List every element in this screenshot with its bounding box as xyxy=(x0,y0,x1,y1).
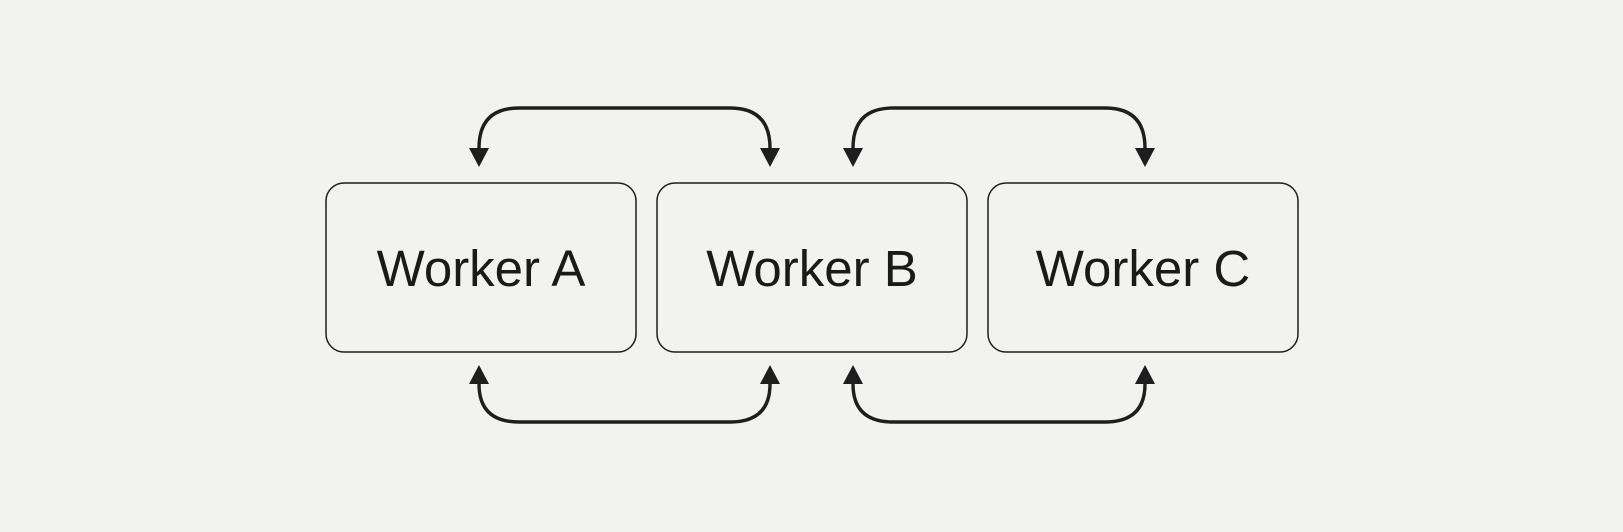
arrowhead-up-icon xyxy=(843,365,863,384)
node-worker-a-box xyxy=(325,182,637,353)
edge-line xyxy=(851,106,1147,152)
node-worker-b: Worker B xyxy=(656,182,968,353)
node-worker-a-label: Worker A xyxy=(377,240,586,297)
edge-line xyxy=(851,380,1147,424)
edge-top-worker-b-worker-c xyxy=(843,106,1155,167)
edge-line xyxy=(477,106,772,152)
node-worker-b-box xyxy=(656,182,968,353)
edge-line xyxy=(477,380,772,424)
arrowhead-down-icon xyxy=(1135,148,1155,167)
node-worker-b-label: Worker B xyxy=(706,240,918,297)
node-worker-a: Worker A xyxy=(325,182,637,353)
edge-bottom-worker-a-worker-b xyxy=(469,365,780,424)
node-worker-c-box xyxy=(987,182,1299,353)
arrowhead-up-icon xyxy=(469,365,489,384)
arrowhead-down-icon xyxy=(843,148,863,167)
edge-top-worker-a-worker-b xyxy=(469,106,780,167)
node-worker-c: Worker C xyxy=(987,182,1299,353)
arrowhead-up-icon xyxy=(1135,365,1155,384)
node-worker-c-label: Worker C xyxy=(1036,240,1250,297)
arrowhead-down-icon xyxy=(760,148,780,167)
arrowhead-up-icon xyxy=(760,365,780,384)
arrowhead-down-icon xyxy=(469,148,489,167)
edge-bottom-worker-b-worker-c xyxy=(843,365,1155,424)
